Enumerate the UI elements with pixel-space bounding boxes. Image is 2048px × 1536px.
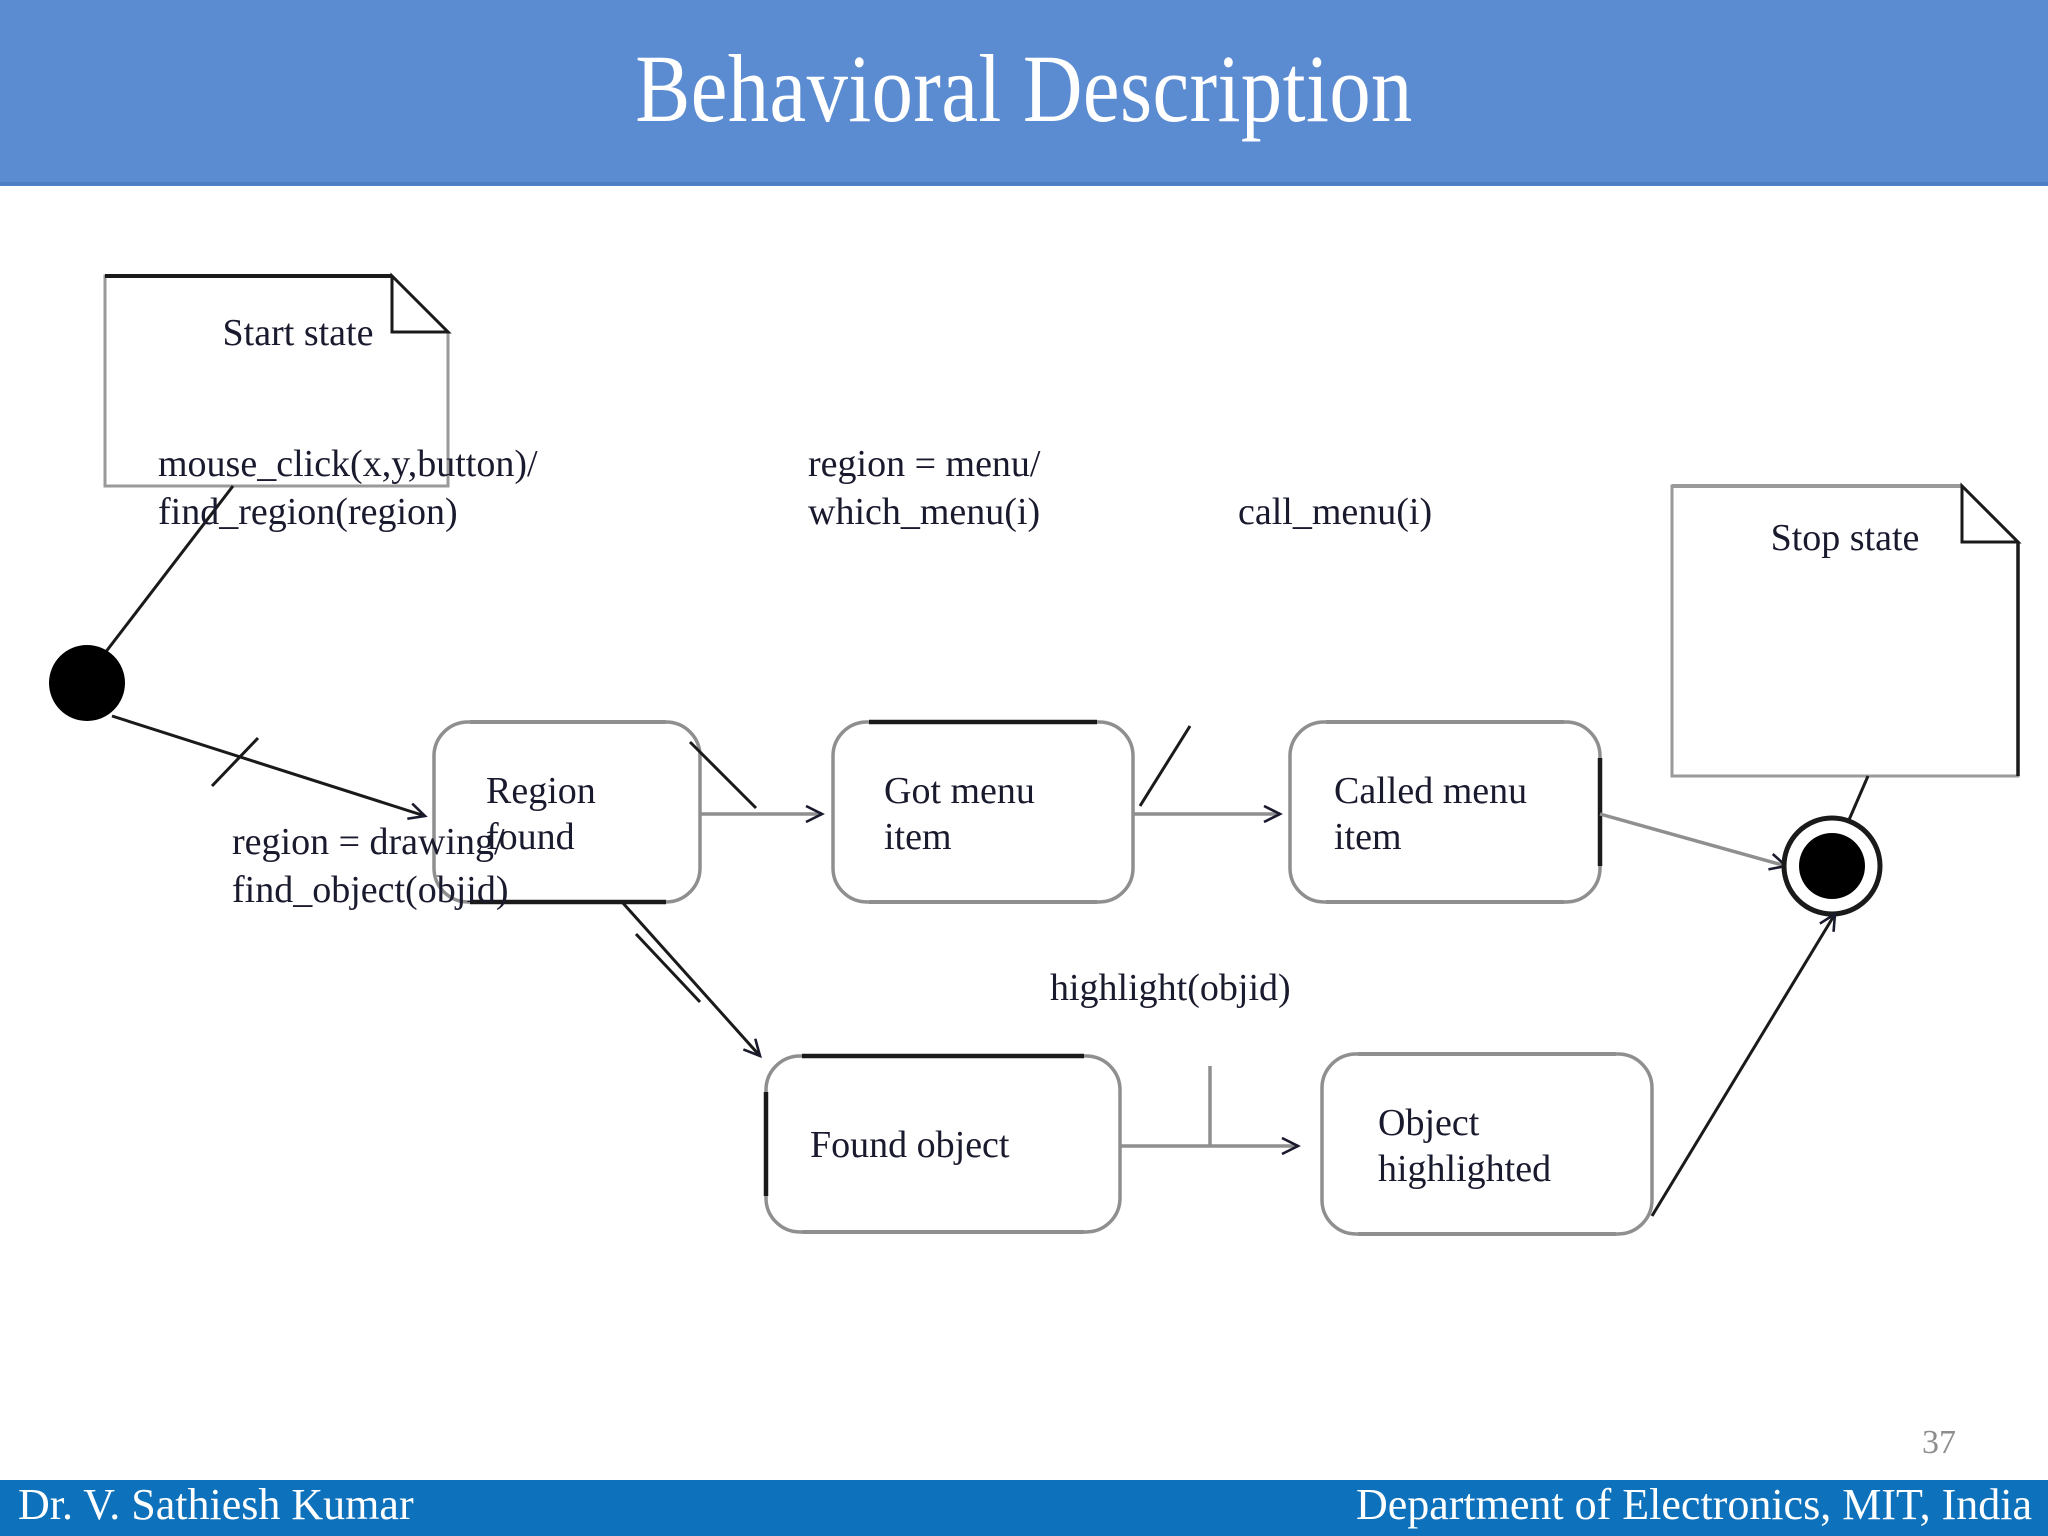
state-region-found-shape (432, 720, 702, 905)
state-got-menu-item-shape (831, 719, 1135, 904)
note-start-leader-line (93, 485, 235, 667)
transition-got-menu-item-to-called-menu-item-tick (1138, 725, 1192, 807)
note-stop-state-shape (1670, 482, 2022, 778)
page-number: 37 (1922, 1424, 1956, 1461)
diagram-vector-layer (49, 272, 2022, 1236)
transition-region-found-to-got-menu-item-tick (688, 740, 758, 810)
title-banner (0, 0, 2048, 186)
state-machine-diagram: Start state Stop state Region found Got … (0, 186, 2048, 1422)
footer-bar (0, 1480, 2048, 1536)
footer-department: Department of Electronics, MIT, India (1355, 1480, 2032, 1529)
state-found-object-shape (763, 1053, 1122, 1234)
footer-author: Dr. V. Sathiesh Kumar (18, 1480, 414, 1529)
final-state-circle (1781, 815, 1883, 917)
transition-initial-to-region-found (111, 714, 425, 816)
transition-region-found-to-found-object (620, 900, 760, 1056)
transition-called-menu-item-to-final-state (1599, 812, 1786, 866)
note-start-state-shape (103, 272, 452, 488)
state-object-highlighted-shape (1320, 1052, 1654, 1236)
initial-state-circle (49, 645, 125, 721)
state-called-menu-item-shape (1288, 720, 1603, 904)
title-banner-underline (0, 182, 2048, 186)
transition-object-highlighted-to-final-state (1650, 914, 1835, 1217)
transition-initial-to-region-found-tick (210, 736, 260, 788)
transition-region-found-to-found-object-tick (634, 932, 702, 1004)
page-title: Behavioral Description (635, 35, 1413, 142)
